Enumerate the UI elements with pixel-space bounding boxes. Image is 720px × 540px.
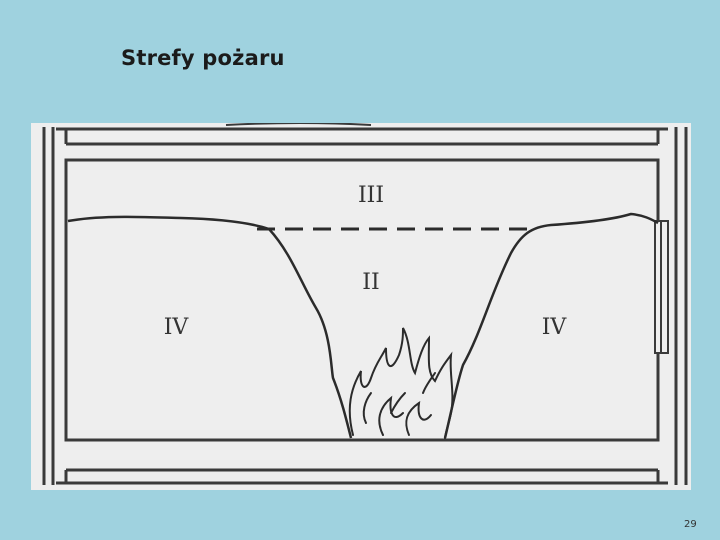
slide-title: Strefy pożaru	[121, 46, 285, 70]
zone-label-upper: III	[358, 183, 384, 208]
zone-label-right: IV	[542, 315, 568, 340]
smoke-plume-outline	[67, 215, 353, 439]
outer-walls	[42, 127, 688, 485]
top-edge-mark	[225, 123, 372, 126]
ceiling-slab	[56, 127, 668, 146]
fire-zones-svg: III II IV IV	[31, 123, 691, 490]
smoke-plume-outline-right	[443, 212, 659, 439]
floor-slab	[56, 468, 668, 485]
figure-background	[31, 123, 691, 490]
flame-icon	[348, 327, 454, 439]
zone-label-plume: II	[362, 270, 379, 295]
fire-zones-diagram: III II IV IV	[31, 123, 691, 490]
zone-label-left: IV	[164, 315, 190, 340]
page-number: 29	[684, 519, 697, 530]
wall-opening	[654, 220, 669, 354]
